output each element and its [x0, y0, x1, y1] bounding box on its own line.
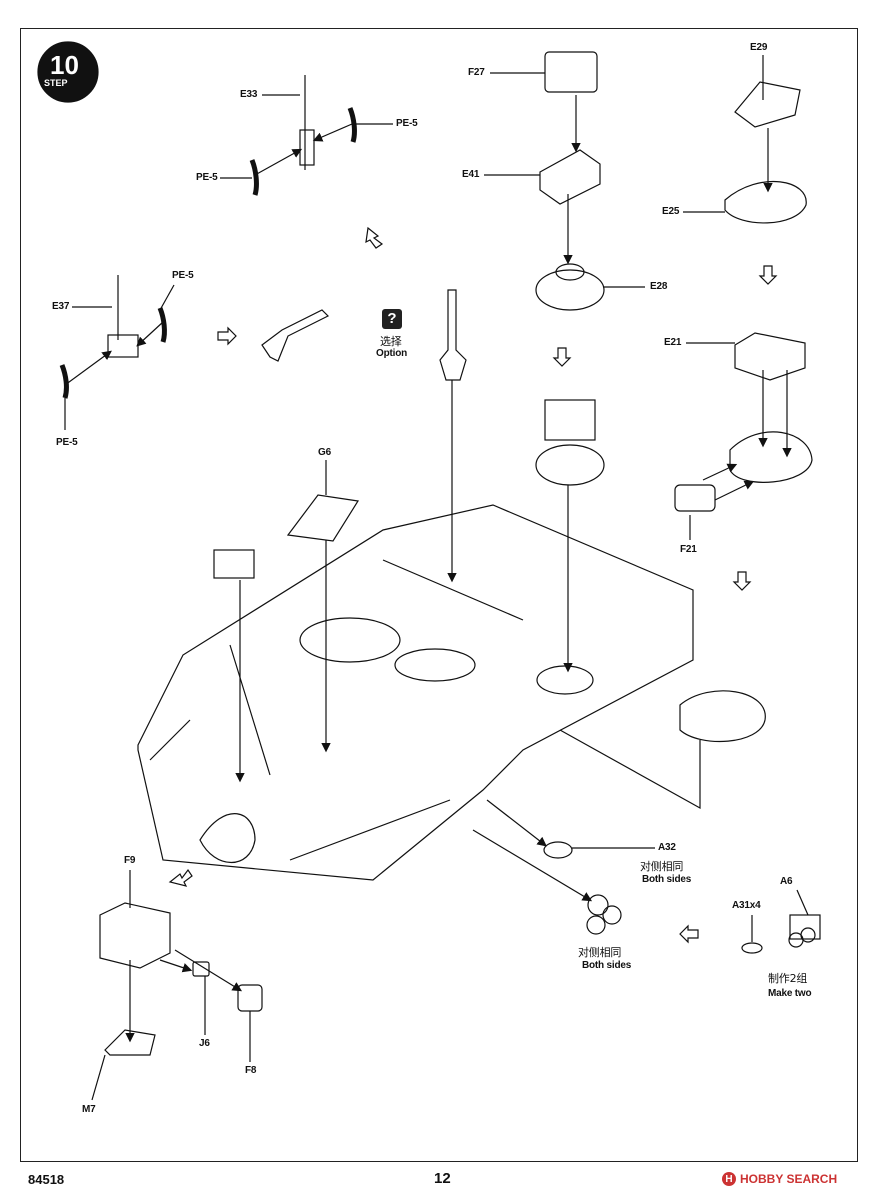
- page-number: 12: [434, 1170, 451, 1187]
- part-label-a6: A6: [780, 876, 793, 887]
- part-label-e41: E41: [462, 169, 480, 180]
- option-label-zh: 选择: [380, 335, 402, 348]
- step-label: STEP: [44, 78, 68, 88]
- note-both-sides-zh: 对侧相同: [640, 860, 684, 873]
- watermark-logo-icon: H: [722, 1172, 736, 1186]
- watermark: H HOBBY SEARCH: [722, 1172, 837, 1186]
- part-label-e28: E28: [650, 281, 668, 292]
- note-make-two-zh: 制作2组: [768, 972, 808, 985]
- part-label-e21: E21: [664, 337, 682, 348]
- part-label-f9: F9: [124, 855, 136, 866]
- part-label-pe5: PE-5: [196, 172, 218, 183]
- page-frame: [20, 28, 858, 1162]
- step-badge-icon: [37, 41, 99, 103]
- part-label-pe5: PE-5: [172, 270, 194, 281]
- part-label-f21: F21: [680, 544, 697, 555]
- part-label-g6: G6: [318, 447, 331, 458]
- option-icon: ?: [382, 309, 402, 329]
- part-label-pe5: PE-5: [396, 118, 418, 129]
- part-label-m7: M7: [82, 1104, 96, 1115]
- part-label-f27: F27: [468, 67, 485, 78]
- note-make-two-en: Make two: [768, 988, 812, 999]
- part-label-pe5: PE-5: [56, 437, 78, 448]
- part-label-j6: J6: [199, 1038, 210, 1049]
- step-number: 10: [50, 50, 79, 80]
- part-label-e25: E25: [662, 206, 680, 217]
- part-label-f8: F8: [245, 1065, 257, 1076]
- option-label-en: Option: [376, 348, 408, 359]
- note-both-sides-en: Both sides: [642, 874, 692, 885]
- note-both-sides-en: Both sides: [582, 960, 632, 971]
- part-label-e33: E33: [240, 89, 258, 100]
- note-both-sides-zh: 对侧相同: [578, 946, 622, 959]
- part-label-a31: A31x4: [732, 900, 761, 911]
- watermark-text: HOBBY SEARCH: [740, 1172, 838, 1186]
- part-label-e29: E29: [750, 42, 768, 53]
- kit-number: 84518: [28, 1172, 65, 1187]
- part-label-e37: E37: [52, 301, 70, 312]
- part-label-a32: A32: [658, 842, 676, 853]
